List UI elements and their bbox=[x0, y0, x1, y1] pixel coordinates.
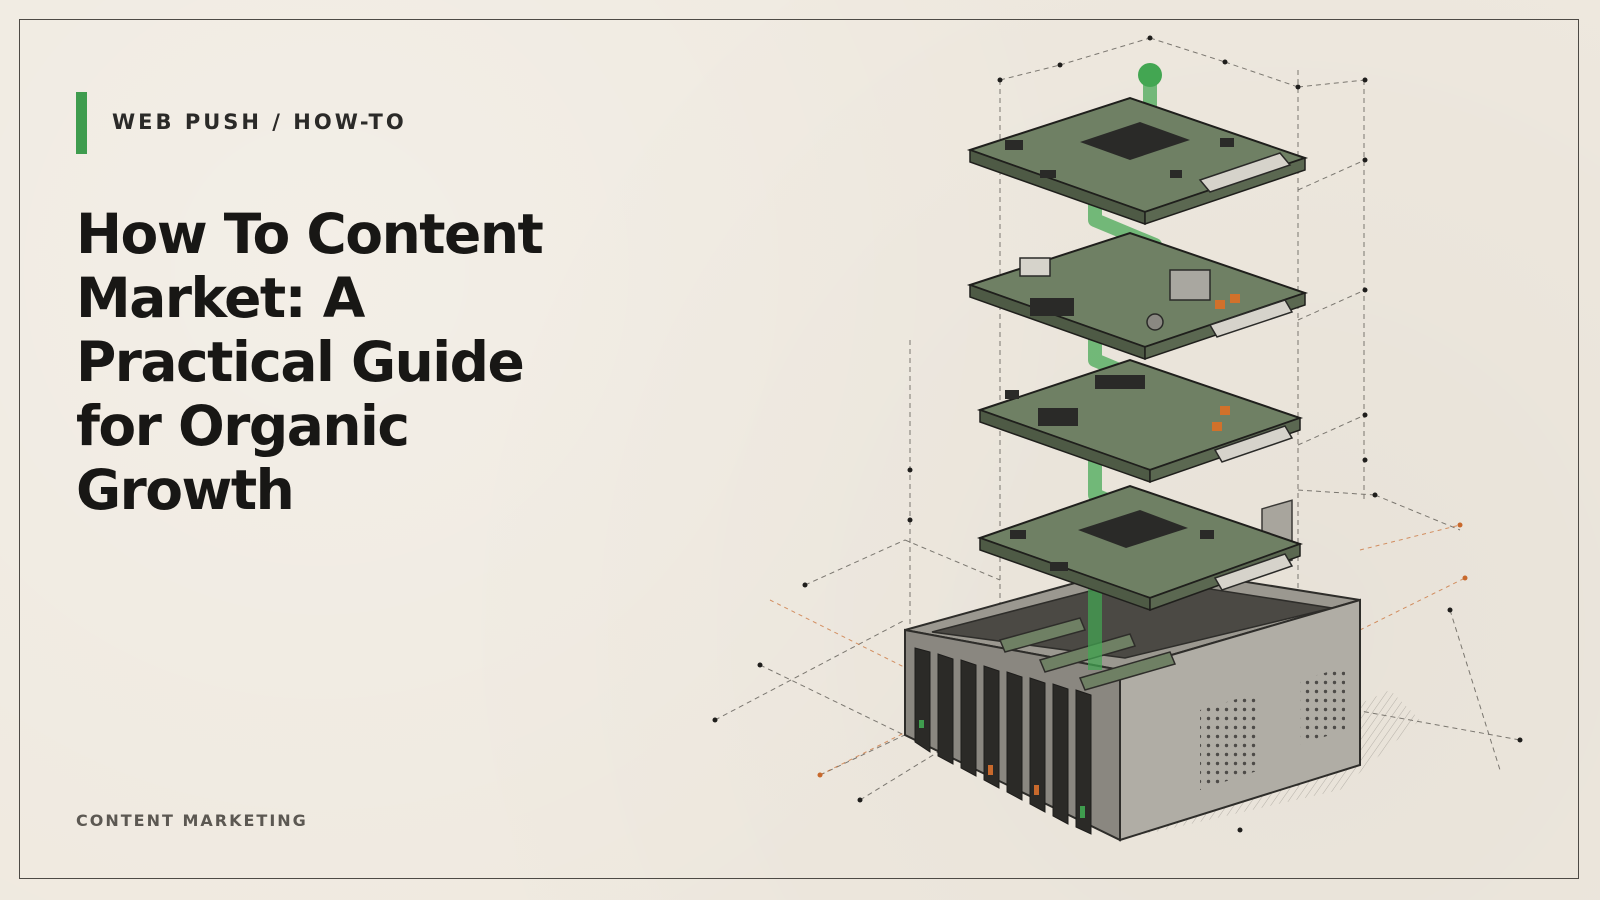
category-label: CONTENT MARKETING bbox=[76, 811, 308, 830]
border-frame bbox=[19, 19, 1579, 879]
orange-guide-lines bbox=[769, 524, 1466, 776]
title-line: How To Content bbox=[76, 202, 544, 266]
accent-bar bbox=[76, 92, 87, 154]
circuit-board-3 bbox=[976, 358, 1304, 484]
signal-node bbox=[1138, 63, 1162, 87]
title-line: Practical Guide bbox=[76, 330, 525, 394]
construction-nodes bbox=[712, 35, 1523, 833]
title-line: for Organic bbox=[76, 394, 410, 458]
category-kicker: WEB PUSH / HOW-TO bbox=[112, 110, 407, 134]
server-illustration bbox=[712, 35, 1523, 842]
circuit-board-2 bbox=[966, 231, 1309, 361]
expansion-cards bbox=[998, 617, 1177, 691]
title-line: Market: A bbox=[76, 266, 365, 330]
circuit-board-4 bbox=[976, 484, 1304, 612]
drive-bays bbox=[914, 647, 1092, 835]
orange-nodes bbox=[817, 522, 1468, 778]
article-title: How To Content Market: A Practical Guide… bbox=[76, 202, 636, 522]
title-line: Growth bbox=[76, 458, 295, 522]
circuit-board-1 bbox=[966, 96, 1309, 226]
